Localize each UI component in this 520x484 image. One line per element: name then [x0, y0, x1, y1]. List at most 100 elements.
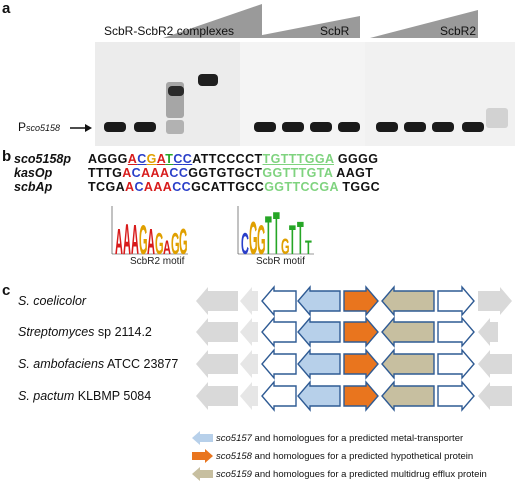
- organism-label: S. ambofaciens ATCC 23877: [18, 357, 179, 371]
- motif-letter: A: [147, 222, 155, 256]
- sequence-row: scbAp TCGAACAAACCGCATTGCCGGTTCCGA TGGC: [14, 180, 380, 194]
- shifted-band: [198, 74, 218, 86]
- motif-caption: ScbR2 motif: [130, 256, 185, 267]
- legend-item: sco5159 and homologues for a predicted m…: [216, 469, 487, 480]
- sco5159-gene-arrow: [381, 348, 435, 380]
- sequence-text: TCGAACAAACCGCATTGCCGGTTCCGA TGGC: [88, 180, 381, 194]
- triangle-scbr: [247, 16, 360, 38]
- free-probe-band: [338, 122, 360, 132]
- white-gene-arrow: [437, 285, 475, 317]
- legend-item: sco5157 and homologues for a predicted m…: [216, 433, 464, 444]
- free-probe-band: [254, 122, 276, 132]
- label-scbr2: ScbR2: [440, 24, 477, 38]
- panel-c-letter: c: [2, 282, 11, 299]
- white-gene-arrow: [261, 316, 297, 348]
- motif-letter: A: [115, 222, 123, 256]
- white-gene-arrow: [437, 380, 475, 412]
- shifted-smear: [166, 120, 184, 134]
- motif-letter: G: [155, 226, 164, 256]
- flanking-gene-arrow: [196, 382, 238, 410]
- free-probe-band: [104, 122, 126, 132]
- white-gene-arrow: [261, 380, 297, 412]
- motif-caption: ScbR motif: [256, 256, 305, 267]
- white-gene-arrow: [437, 348, 475, 380]
- flanking-gene-arrow: [196, 350, 238, 378]
- organism-label: S. pactum KLBMP 5084: [18, 389, 152, 403]
- flanking-gene-arrow: [240, 318, 258, 346]
- sco5157-gene-arrow: [297, 316, 341, 348]
- probe-label: Psco5158: [18, 120, 61, 134]
- free-probe-band: [376, 122, 398, 132]
- free-probe-band: [404, 122, 426, 132]
- gel-bands: [104, 122, 484, 132]
- sco5157-gene-arrow: [297, 380, 341, 412]
- sequence-text: TTTGACAAACCGGTGTGCTGGTTTGTA AAGT: [88, 166, 374, 180]
- flanking-gene-arrow: [478, 318, 498, 346]
- sco5158-gene-arrow: [343, 285, 379, 317]
- motif-letter: T: [289, 218, 296, 256]
- panel-b-letter: b: [2, 148, 12, 165]
- label-scbr: ScbR: [320, 24, 350, 38]
- sequence-row: kasOp TTTGACAAACCGGTGTGCTGGTTTGTA AAGT: [14, 166, 373, 180]
- panel-a-letter: a: [2, 0, 11, 17]
- motif-letter: G: [171, 226, 180, 256]
- sequence-name: scbAp: [14, 180, 53, 194]
- legend-swatch-arrow: [192, 449, 213, 463]
- sco5159-gene-arrow: [381, 285, 435, 317]
- organism-label: Streptomyces sp 2114.2: [18, 325, 152, 339]
- motif-letter: T: [273, 204, 280, 256]
- label-scbr-scbr2-complexes: ScbR-ScbR2 complexes: [104, 24, 235, 38]
- flanking-gene-arrow: [478, 350, 512, 378]
- flanking-gene-arrow: [240, 287, 258, 315]
- free-probe-band: [282, 122, 304, 132]
- motif-letter: A: [163, 238, 171, 256]
- sco5159-gene-arrow: [381, 316, 435, 348]
- motif-letter: G: [139, 218, 148, 256]
- sequence-text: AGGGACGATCCATTCCCCTTGTTTGGA GGGG: [88, 152, 379, 166]
- flanking-gene-arrow: [478, 287, 512, 315]
- legend-item: sco5158 and homologues for a predicted h…: [216, 451, 474, 462]
- flanking-gene-arrow: [240, 382, 258, 410]
- free-probe-band: [462, 122, 484, 132]
- motif-letter: G: [281, 234, 290, 256]
- sco5158-gene-arrow: [343, 348, 379, 380]
- motif-letter: C: [241, 226, 249, 256]
- motif-letter: A: [123, 214, 131, 256]
- motif-letter: T: [265, 205, 272, 256]
- sco5158-gene-arrow: [343, 380, 379, 412]
- sequence-name: kasOp: [14, 166, 53, 180]
- shifted-band: [168, 86, 184, 96]
- triangle-complex: [163, 4, 262, 38]
- motif-letter: A: [131, 218, 139, 256]
- sco5157-gene-arrow: [297, 348, 341, 380]
- motif-letter: G: [249, 213, 258, 256]
- flanking-gene-arrow: [196, 318, 238, 346]
- white-gene-arrow: [437, 316, 475, 348]
- faint-smear: [486, 108, 508, 128]
- flanking-gene-arrow: [196, 287, 238, 315]
- legend-swatch-arrow: [192, 467, 213, 481]
- sequence-name: sco5158p: [14, 152, 71, 166]
- gene-cluster-map: [196, 285, 512, 412]
- motif-letter: G: [179, 222, 188, 256]
- triangle-scbr2: [370, 10, 478, 38]
- free-probe-band: [432, 122, 454, 132]
- motif-letter: T: [297, 213, 304, 256]
- sco5159-gene-arrow: [381, 380, 435, 412]
- motif-letter: T: [305, 238, 312, 256]
- sequence-row: sco5158p AGGGACGATCCATTCCCCTTGTTTGGA GGGG: [14, 152, 378, 166]
- white-gene-arrow: [261, 348, 297, 380]
- organism-label: S. coelicolor: [18, 294, 87, 308]
- sco5157-gene-arrow: [297, 285, 341, 317]
- gel-figure: [70, 4, 515, 146]
- white-gene-arrow: [261, 285, 297, 317]
- free-probe-band: [134, 122, 156, 132]
- flanking-gene-arrow: [240, 350, 258, 378]
- sco5158-gene-arrow: [343, 316, 379, 348]
- motif-letter: G: [257, 218, 266, 256]
- flanking-gene-arrow: [478, 382, 512, 410]
- free-probe-band: [310, 122, 332, 132]
- legend-swatch-arrow: [192, 431, 213, 445]
